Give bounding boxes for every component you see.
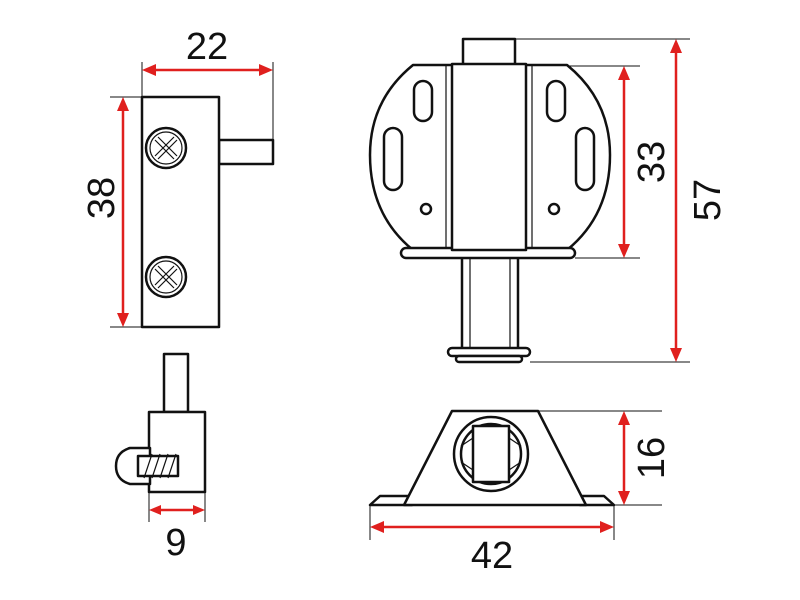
screw-head-top [144, 126, 188, 170]
label-base-height: 16 [631, 437, 673, 479]
end-view-body [147, 410, 207, 494]
front-view-shaft-foot [454, 354, 524, 364]
dimension-end-depth [149, 505, 205, 515]
front-view-center-block [450, 62, 528, 252]
label-inner-height: 33 [631, 141, 673, 183]
side-view: 22 38 [81, 26, 275, 329]
base-view: 16 42 [368, 409, 673, 577]
dimension-total-height [670, 39, 682, 362]
label-side-height: 38 [81, 177, 123, 219]
dimension-side-height [117, 97, 129, 327]
label-end-depth: 9 [165, 522, 186, 564]
side-view-pin [217, 138, 275, 166]
front-view-shaft [460, 250, 520, 352]
label-total-height: 57 [687, 179, 729, 221]
dimension-side-width [142, 64, 273, 76]
end-view: 9 [114, 352, 207, 564]
front-view: 33 57 [368, 37, 729, 364]
label-side-width: 22 [186, 26, 228, 68]
dimension-base-height [618, 411, 630, 505]
end-view-screw-shank [136, 454, 180, 478]
slot-lower-left [382, 126, 404, 192]
front-view-top-pin [461, 37, 517, 69]
slot-lower-right [574, 126, 596, 192]
hole-left [419, 202, 433, 216]
end-view-pin [162, 352, 190, 414]
screw-head-bottom [144, 255, 188, 299]
base-ring-slot [471, 424, 511, 484]
hole-right [547, 202, 561, 216]
dimension-base-width [370, 521, 614, 533]
dimension-inner-height [618, 66, 630, 258]
slot-upper-left [412, 79, 434, 123]
label-base-width: 42 [471, 535, 513, 577]
slot-upper-right [545, 79, 567, 123]
